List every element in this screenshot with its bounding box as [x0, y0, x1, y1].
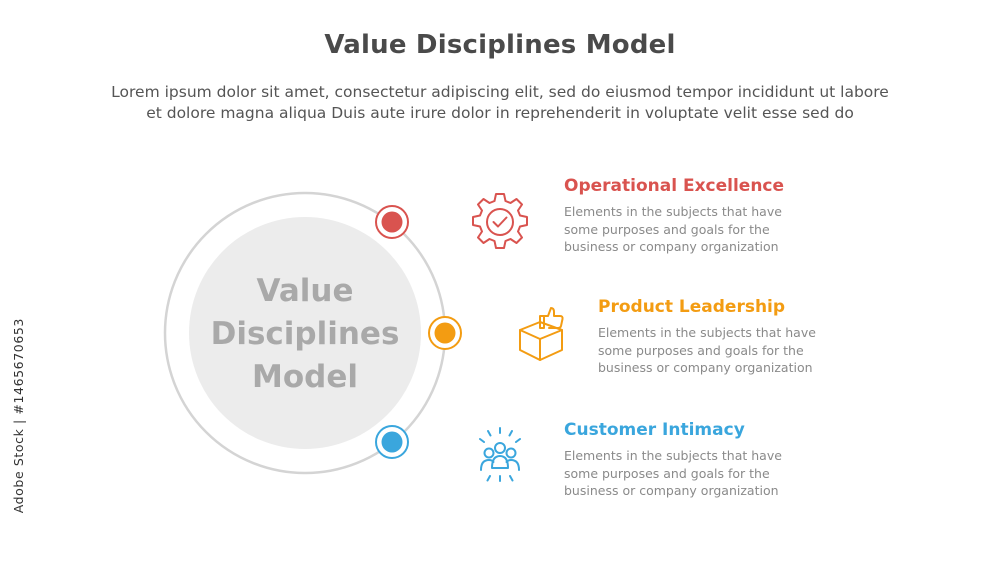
subtitle-line-2: et dolore magna aliqua Duis aute irure d…	[146, 104, 854, 122]
item-title: Customer Intimacy	[564, 420, 745, 440]
item-title: Operational Excellence	[564, 176, 785, 196]
item-description: Elements in the subjects that have some …	[564, 204, 782, 254]
item-description: Elements in the subjects that have some …	[564, 448, 782, 498]
node-operational-excellence	[375, 205, 409, 239]
subtitle-line-1: Lorem ipsum dolor sit amet, consectetur …	[111, 83, 889, 101]
box-thumbs-up-icon	[519, 307, 564, 361]
page-title: Value Disciplines Model	[324, 30, 676, 60]
item-customer-intimacy: Customer Intimacy Elements in the subjec…	[564, 420, 809, 500]
people-group-icon	[479, 427, 521, 482]
center-label-line-1: Value	[257, 273, 354, 309]
center-disc	[189, 217, 421, 449]
page-subtitle: Lorem ipsum dolor sit amet, consectetur …	[40, 82, 960, 124]
node-customer-intimacy	[375, 425, 409, 459]
item-product-leadership: Product Leadership Elements in the subje…	[598, 297, 843, 377]
node-product-leadership	[428, 316, 462, 350]
center-label-line-3: Model	[252, 359, 358, 395]
item-description: Elements in the subjects that have some …	[598, 325, 816, 375]
center-label-line-2: Disciplines	[211, 316, 400, 352]
item-operational-excellence: Operational Excellence Elements in the s…	[564, 176, 809, 256]
gear-check-icon	[472, 193, 528, 249]
stock-watermark: Adobe Stock | #1465670653	[11, 318, 26, 514]
item-title: Product Leadership	[598, 297, 786, 317]
